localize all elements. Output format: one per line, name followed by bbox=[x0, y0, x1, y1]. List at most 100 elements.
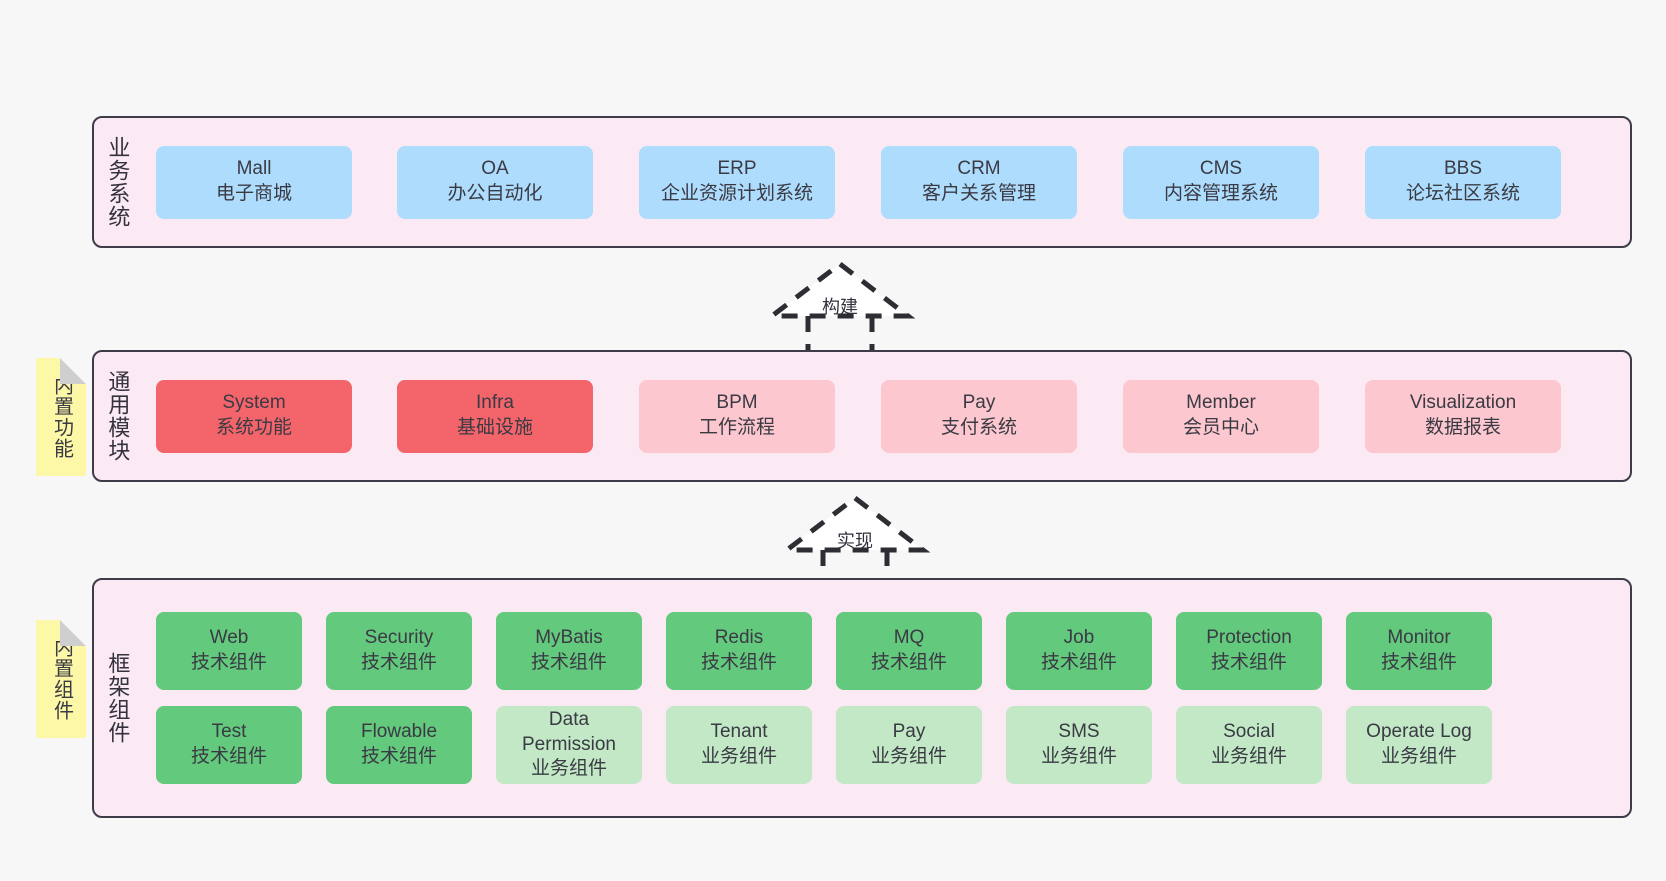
note-fold-corner bbox=[60, 358, 86, 384]
card-title-en: Member bbox=[1186, 392, 1256, 414]
note-fold-corner bbox=[60, 620, 86, 646]
note-builtin-components: 内置组件 bbox=[36, 620, 86, 738]
card-cms[interactable]: CMS 内容管理系统 bbox=[1123, 145, 1319, 219]
card-title-en: Mall bbox=[236, 158, 272, 180]
card-title-en: System bbox=[222, 392, 286, 414]
card-title-en: ERP bbox=[717, 158, 757, 180]
card-title-cn: 业务组件 bbox=[1380, 746, 1457, 767]
card-title-cn: 业务组件 bbox=[1040, 746, 1117, 767]
card-title-en: Infra bbox=[475, 392, 515, 414]
card-title-en: Operate Log bbox=[1366, 721, 1472, 743]
card-title-en: Social bbox=[1223, 721, 1275, 743]
card-title-cn: 系统功能 bbox=[215, 417, 292, 438]
card-monitor[interactable]: Monitor 技术组件 bbox=[1346, 612, 1492, 690]
card-title-cn: 数据报表 bbox=[1424, 417, 1501, 438]
layer-framework-components: 框架组件 Web 技术组件 Security 技术组件 MyBatis 技术组件… bbox=[92, 578, 1632, 818]
card-title-cn: 业务组件 bbox=[1210, 746, 1287, 767]
card-title-en: Visualization bbox=[1409, 392, 1517, 414]
card-title-en: Protection bbox=[1206, 627, 1292, 649]
card-title-cn: 技术组件 bbox=[1380, 652, 1457, 673]
card-title-en: SMS bbox=[1058, 721, 1100, 743]
card-member[interactable]: Member 会员中心 bbox=[1123, 379, 1319, 453]
card-pay[interactable]: Pay 支付系统 bbox=[881, 379, 1077, 453]
card-title-cn: 支付系统 bbox=[940, 417, 1017, 438]
card-title-cn: 技术组件 bbox=[190, 746, 267, 767]
card-title-en: Web bbox=[209, 627, 249, 649]
card-mall[interactable]: Mall 电子商城 bbox=[156, 145, 352, 219]
layer-title-business-systems: 业务系统 bbox=[105, 136, 131, 228]
card-security[interactable]: Security 技术组件 bbox=[326, 612, 472, 690]
card-title-cn: 技术组件 bbox=[190, 652, 267, 673]
card-row: System 系统功能 Infra 基础设施 BPM 工作流程 Pay 支付系统… bbox=[146, 379, 1618, 453]
layer-body-common-modules: System 系统功能 Infra 基础设施 BPM 工作流程 Pay 支付系统… bbox=[140, 352, 1630, 480]
card-title-en: CRM bbox=[957, 158, 1001, 180]
card-title-en: CMS bbox=[1199, 158, 1243, 180]
card-title-cn: 技术组件 bbox=[700, 652, 777, 673]
card-title-en: MyBatis bbox=[535, 627, 603, 649]
card-title-cn: 企业资源计划系统 bbox=[660, 183, 813, 204]
card-title-cn: 内容管理系统 bbox=[1163, 183, 1278, 204]
card-job[interactable]: Job 技术组件 bbox=[1006, 612, 1152, 690]
card-title-cn: 基础设施 bbox=[456, 417, 533, 438]
card-row-business: Test 技术组件 Flowable 技术组件 Data Permission … bbox=[146, 706, 1618, 784]
card-title-en: Data Permission bbox=[522, 708, 616, 755]
card-social[interactable]: Social 业务组件 bbox=[1176, 706, 1322, 784]
card-title-en: Job bbox=[1063, 627, 1095, 649]
card-title-en: MQ bbox=[893, 627, 925, 649]
card-test[interactable]: Test 技术组件 bbox=[156, 706, 302, 784]
card-title-cn: 技术组件 bbox=[1210, 652, 1287, 673]
layer-title-framework-components: 框架组件 bbox=[105, 652, 131, 744]
card-operate-log[interactable]: Operate Log 业务组件 bbox=[1346, 706, 1492, 784]
note-builtin-features: 内置功能 bbox=[36, 358, 86, 476]
layer-body-business-systems: Mall 电子商城 OA 办公自动化 ERP 企业资源计划系统 CRM 客户关系… bbox=[140, 118, 1630, 246]
card-data-permission[interactable]: Data Permission 业务组件 bbox=[496, 706, 642, 784]
card-title-cn: 技术组件 bbox=[530, 652, 607, 673]
card-sms[interactable]: SMS 业务组件 bbox=[1006, 706, 1152, 784]
card-title-en: BBS bbox=[1443, 158, 1483, 180]
card-title-en: Monitor bbox=[1387, 627, 1451, 649]
card-title-cn: 会员中心 bbox=[1182, 417, 1259, 438]
card-row-technical: Web 技术组件 Security 技术组件 MyBatis 技术组件 Redi… bbox=[146, 612, 1618, 690]
card-web[interactable]: Web 技术组件 bbox=[156, 612, 302, 690]
card-system[interactable]: System 系统功能 bbox=[156, 379, 352, 453]
layer-body-framework-components: Web 技术组件 Security 技术组件 MyBatis 技术组件 Redi… bbox=[140, 580, 1630, 816]
card-erp[interactable]: ERP 企业资源计划系统 bbox=[639, 145, 835, 219]
card-redis[interactable]: Redis 技术组件 bbox=[666, 612, 812, 690]
card-title-cn: 业务组件 bbox=[530, 758, 607, 780]
card-crm[interactable]: CRM 客户关系管理 bbox=[881, 145, 1077, 219]
card-protection[interactable]: Protection 技术组件 bbox=[1176, 612, 1322, 690]
card-mq[interactable]: MQ 技术组件 bbox=[836, 612, 982, 690]
card-title-en: Test bbox=[211, 721, 247, 743]
card-tenant[interactable]: Tenant 业务组件 bbox=[666, 706, 812, 784]
card-pay-component[interactable]: Pay 业务组件 bbox=[836, 706, 982, 784]
card-title-cn: 工作流程 bbox=[698, 417, 775, 438]
card-title-cn: 办公自动化 bbox=[447, 183, 543, 204]
card-row: Mall 电子商城 OA 办公自动化 ERP 企业资源计划系统 CRM 客户关系… bbox=[146, 145, 1618, 219]
note-label: 内置功能 bbox=[50, 375, 73, 459]
card-bbs[interactable]: BBS 论坛社区系统 bbox=[1365, 145, 1561, 219]
card-title-en: OA bbox=[481, 158, 509, 180]
connector-build-label: 构建 bbox=[822, 297, 858, 317]
card-title-en: Pay bbox=[962, 392, 996, 414]
card-visualization[interactable]: Visualization 数据报表 bbox=[1365, 379, 1561, 453]
connector-realize-label: 实现 bbox=[837, 531, 873, 551]
card-bpm[interactable]: BPM 工作流程 bbox=[639, 379, 835, 453]
card-title-en: Flowable bbox=[360, 721, 438, 743]
layer-title-common-modules: 通用模块 bbox=[105, 370, 131, 462]
card-title-en: Redis bbox=[714, 627, 764, 649]
card-title-en: BPM bbox=[716, 392, 758, 414]
card-infra[interactable]: Infra 基础设施 bbox=[397, 379, 593, 453]
card-oa[interactable]: OA 办公自动化 bbox=[397, 145, 593, 219]
layer-common-modules: 通用模块 System 系统功能 Infra 基础设施 BPM 工作流程 Pay… bbox=[92, 350, 1632, 482]
card-title-en: Tenant bbox=[710, 721, 768, 743]
card-mybatis[interactable]: MyBatis 技术组件 bbox=[496, 612, 642, 690]
note-label: 内置组件 bbox=[50, 637, 73, 721]
card-title-cn: 电子商城 bbox=[215, 183, 292, 204]
card-title-cn: 客户关系管理 bbox=[921, 183, 1036, 204]
card-flowable[interactable]: Flowable 技术组件 bbox=[326, 706, 472, 784]
card-title-cn: 业务组件 bbox=[870, 746, 947, 767]
layer-business-systems: 业务系统 Mall 电子商城 OA 办公自动化 ERP 企业资源计划系统 CRM… bbox=[92, 116, 1632, 248]
card-title-cn: 技术组件 bbox=[870, 652, 947, 673]
card-title-en: Pay bbox=[892, 721, 926, 743]
